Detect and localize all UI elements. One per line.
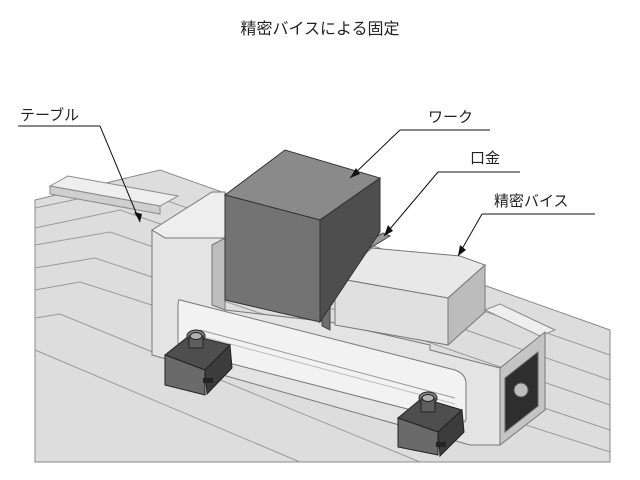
label-vise: 精密バイス (494, 192, 569, 210)
diagram-title: 精密バイスによる固定 (240, 19, 399, 38)
callout-jaw: 口金 (383, 149, 520, 237)
callout-table: テーブル (18, 106, 142, 223)
callout-vise: 精密バイス (457, 192, 595, 257)
clamp-left (164, 329, 233, 396)
label-table: テーブル (20, 106, 79, 124)
workpiece (223, 149, 382, 324)
label-work: ワーク (428, 108, 473, 126)
precision-vise (151, 191, 546, 447)
label-jaw: 口金 (470, 149, 500, 167)
callout-work: ワーク (349, 108, 490, 179)
clamp-right (397, 391, 465, 458)
